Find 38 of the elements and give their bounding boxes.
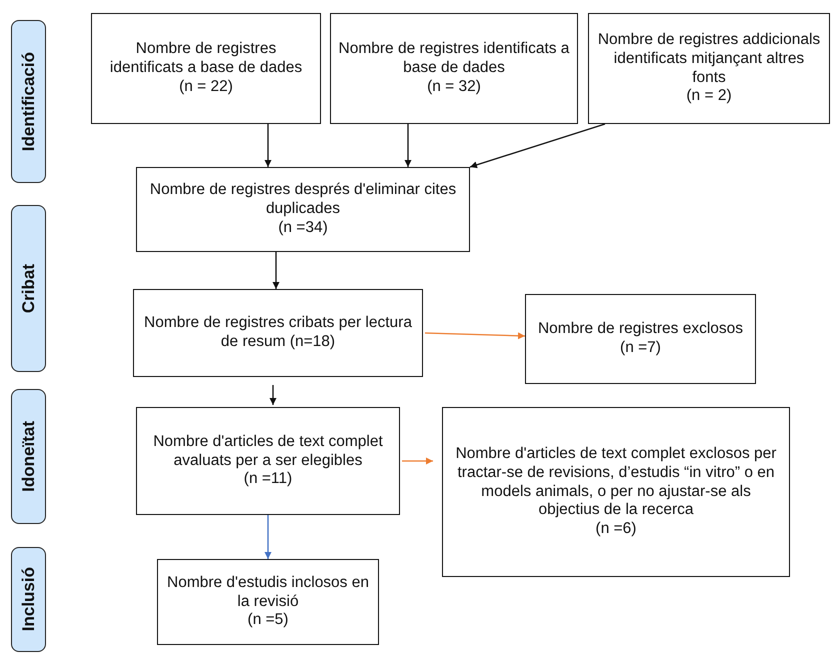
arrow (424, 332, 526, 340)
box-text: Nombre de registres cribats per lectura de resum (n=18) (143, 314, 413, 352)
arrow (402, 458, 433, 464)
box-text: Nombre de registres identificats a base de dades (108, 40, 304, 78)
arrow (264, 124, 272, 167)
count-text: (n =7) (620, 339, 661, 358)
process-box (157, 559, 379, 645)
box-text: Nombre de registres després d'eliminar cites duplicades (148, 181, 458, 219)
count-text: (n =6) (596, 520, 636, 540)
count-text: (n = 32) (427, 78, 481, 97)
process-box (525, 294, 756, 384)
count-text: (n = 22) (179, 78, 233, 97)
box-text: Nombre de registres identificats a base de dades (338, 40, 570, 78)
box-text: Nombre de registres addicionals identificats mitjançant altres fonts (596, 30, 822, 88)
box-text: Nombre d'estudis inclosos en la revisió (166, 574, 370, 612)
stage-label: Idoneïtat (11, 389, 46, 524)
box-text: Nombre d'articles de text complet exclosos per tractar-se de revisions, d’estudis “in vitro” o en models animals, o per no ajustar-se als objectius de la recerca (454, 444, 778, 520)
box-text: Nombre d'articles de text complet avaluats per a ser elegibles (152, 432, 384, 470)
process-box (136, 167, 470, 252)
arrow (264, 515, 272, 559)
box-text: Nombre de registres exclosos (538, 320, 744, 339)
stage-label: Cribat (11, 205, 46, 372)
arrow (470, 123, 606, 168)
count-text: (n = 2) (686, 87, 732, 106)
stage-label: Inclusió (11, 547, 46, 652)
process-box (330, 13, 578, 124)
process-box (133, 289, 423, 377)
process-box (91, 13, 321, 124)
arrow (272, 252, 280, 289)
arrow (404, 124, 412, 167)
count-text: (n =5) (248, 611, 288, 630)
process-box (136, 407, 400, 515)
count-text: (n =11) (244, 470, 292, 490)
process-box (588, 13, 830, 124)
stage-label: Identificació (11, 20, 46, 183)
process-box (442, 407, 790, 577)
arrow (270, 385, 276, 405)
count-text: (n =34) (278, 218, 328, 238)
